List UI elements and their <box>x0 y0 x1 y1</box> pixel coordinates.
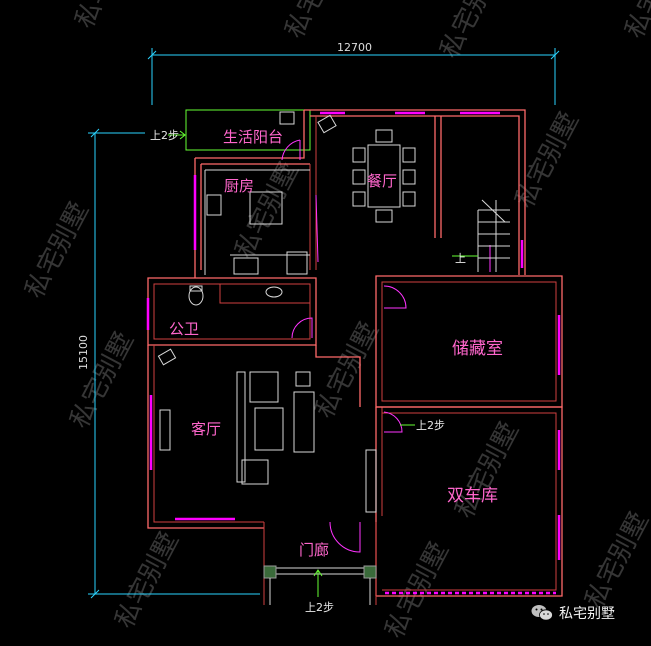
room-label-garage: 双车库 <box>447 486 498 506</box>
step-label-garage: 上2步 <box>416 419 445 432</box>
watermark-text: 私宅别墅 <box>20 197 95 303</box>
room-label-bathroom: 公卫 <box>169 320 199 338</box>
room-label-dining: 餐厅 <box>367 172 397 190</box>
room-label-balcony: 生活阳台 <box>223 128 283 146</box>
height-dimension: 15100 <box>77 335 90 370</box>
room-label-porch: 门廊 <box>299 541 329 559</box>
watermark-text: 私宅别墅 <box>450 417 525 523</box>
doors <box>281 139 491 553</box>
watermark-text: 私宅别墅 <box>230 157 305 263</box>
brand-badge: 私宅别墅 <box>531 603 615 623</box>
watermark-text: 私宅别墅 <box>580 507 651 613</box>
watermark-text: 私宅别墅 <box>70 0 145 33</box>
step-label-balcony: 上2步 <box>150 129 179 142</box>
step-markers <box>168 130 478 597</box>
watermark-text: 私宅别墅 <box>65 327 140 433</box>
room-label-living: 客厅 <box>191 420 221 438</box>
room-label-kitchen: 厨房 <box>224 177 254 195</box>
dimension-height: 15100 <box>77 128 260 599</box>
watermark-text: 私宅别墅 <box>435 0 510 63</box>
watermark-text: 私宅别墅 <box>280 0 355 43</box>
wechat-icon <box>531 605 553 621</box>
dimension-width: 12700 <box>147 41 560 105</box>
watermark-text: 私宅别墅 <box>510 107 585 213</box>
furniture <box>157 111 510 513</box>
brand-label: 私宅别墅 <box>559 606 615 622</box>
walls <box>147 109 563 605</box>
step-label-front: 上2步 <box>305 601 334 614</box>
watermark-text: 私宅别墅 <box>110 527 185 633</box>
width-dimension: 12700 <box>337 41 372 54</box>
room-label-storage: 储藏室 <box>452 339 503 359</box>
watermark-text: 私宅别墅 <box>620 0 651 43</box>
windows <box>146 111 561 595</box>
watermark-text: 私宅别墅 <box>310 317 385 423</box>
stair-up-label: 上 <box>455 252 466 265</box>
